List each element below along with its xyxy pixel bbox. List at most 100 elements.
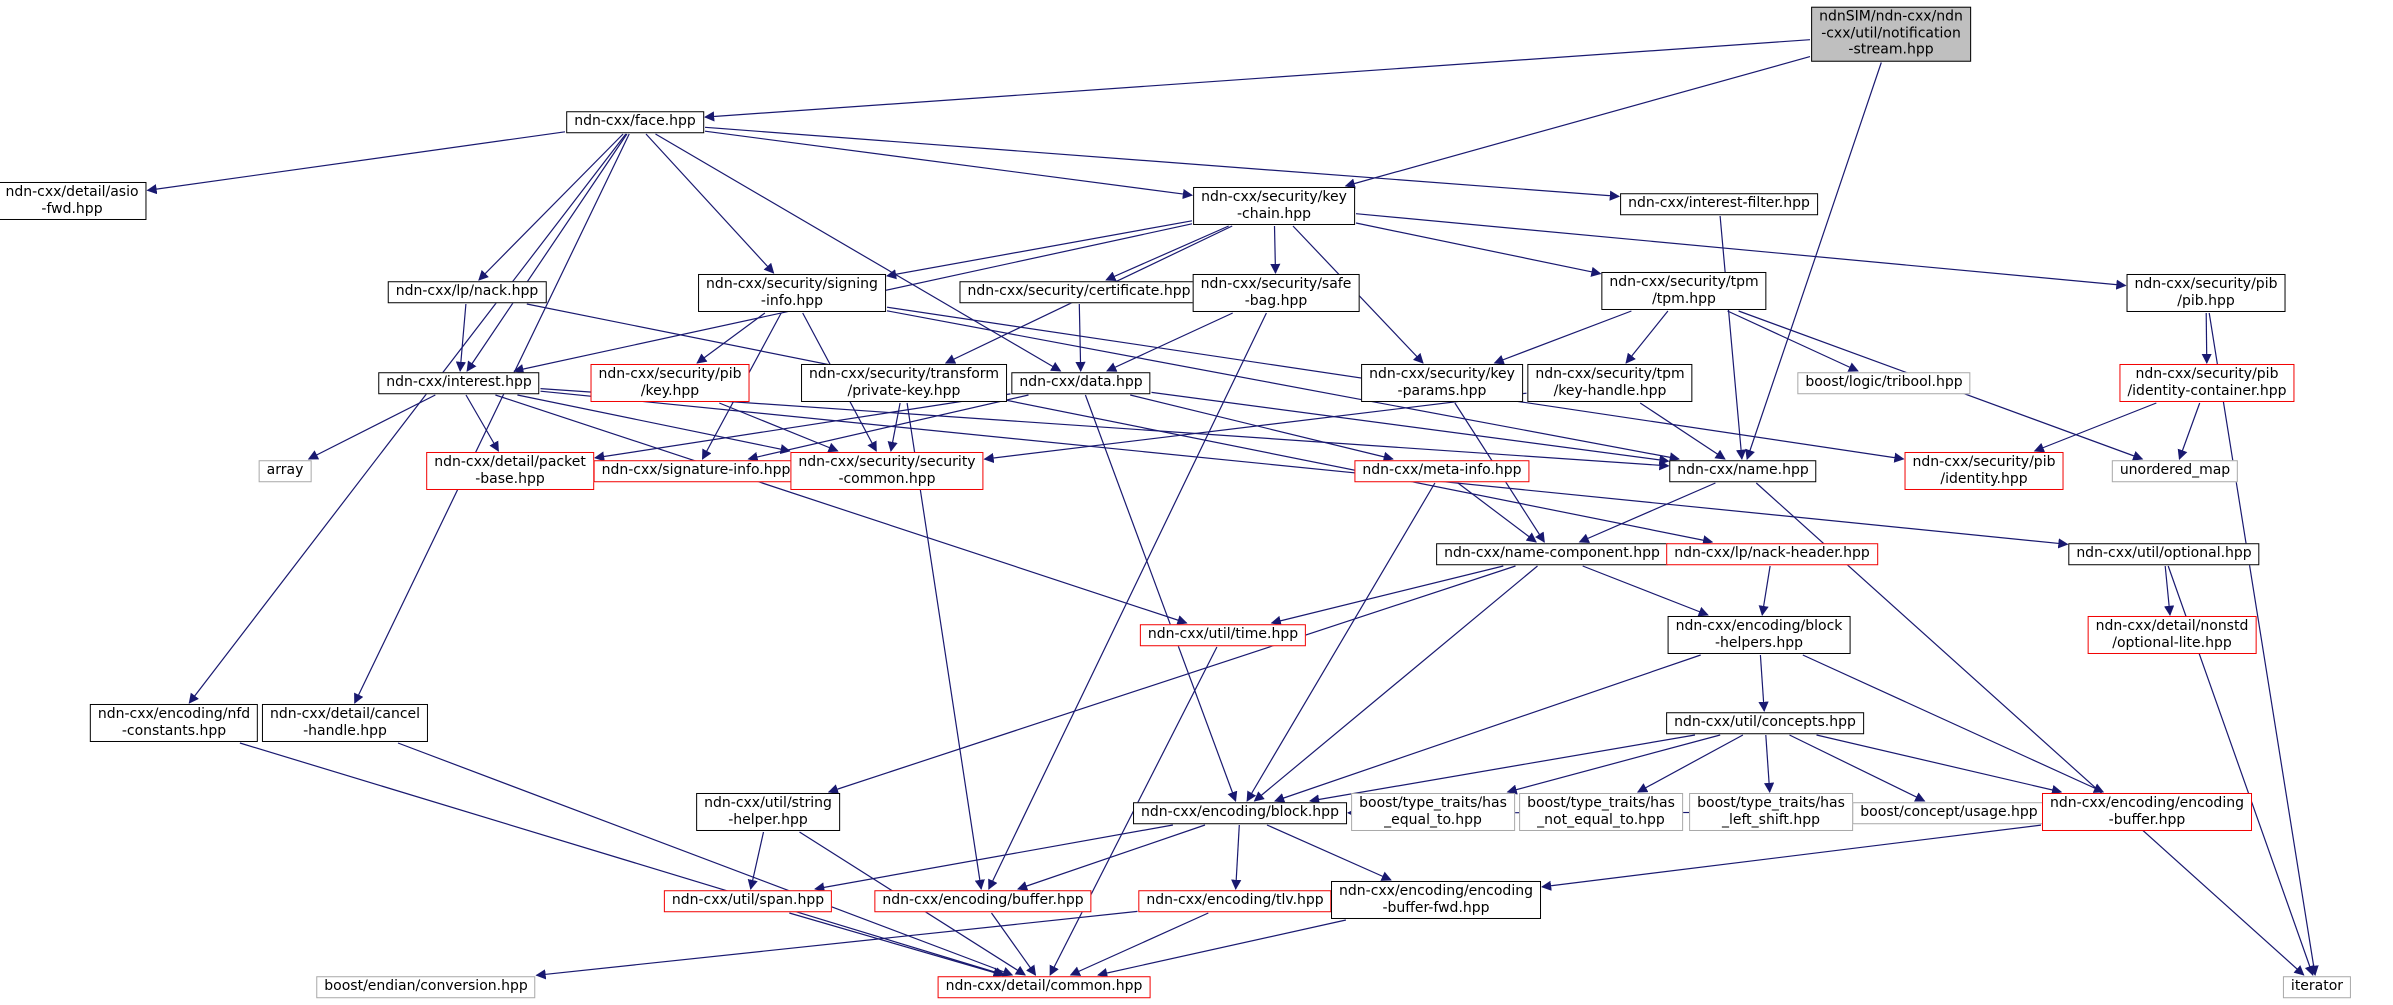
- node-certificate[interactable]: ndn-cxx/security/certificate.hpp: [959, 281, 1199, 303]
- node-time[interactable]: ndn-cxx/util/time.hpp: [1139, 624, 1307, 646]
- node-key-params[interactable]: ndn-cxx/security/key-params.hpp: [1361, 363, 1523, 403]
- edge-block-helpers-to-block: [1274, 654, 1701, 803]
- edge-interest-to-time: [495, 394, 1188, 625]
- edge-data-to-block: [1084, 394, 1238, 802]
- node-label-line: /key.hpp: [640, 382, 700, 399]
- node-label-line: ndn-cxx/signature-info.hpp: [601, 462, 791, 479]
- edge-notification-stream-to-key-chain: [1344, 56, 1811, 189]
- node-label-line: -bag.hpp: [1244, 292, 1308, 309]
- node-identity[interactable]: ndn-cxx/security/pib/identity.hpp: [1904, 451, 2064, 491]
- edge-name-component-to-block-helpers: [1582, 565, 1709, 617]
- edge-face-to-lp-nack: [478, 133, 624, 281]
- node-meta-info[interactable]: ndn-cxx/meta-info.hpp: [1354, 460, 1530, 482]
- edge-notification-stream-to-face: [703, 39, 1811, 122]
- node-signing-info[interactable]: ndn-cxx/security/signing-info.hpp: [698, 273, 886, 313]
- edge-face-to-signing-info: [645, 133, 775, 274]
- edge-interest-to-array: [307, 394, 436, 460]
- edge-concepts-to-has-equal-to: [1506, 734, 1721, 795]
- node-label-line: ndn-cxx/security/pib: [598, 365, 742, 382]
- node-label-line: ndn-cxx/security/security: [798, 453, 976, 470]
- edge-face-to-data: [655, 133, 1062, 372]
- edge-lp-nack-to-interest: [455, 303, 467, 373]
- node-label-line: -handle.hpp: [303, 722, 387, 739]
- node-packet-base[interactable]: ndn-cxx/detail/packet-base.hpp: [426, 451, 594, 491]
- node-label-line: ndn-cxx/security/tpm: [1609, 273, 1759, 290]
- edge-identity-container-to-unordered-map: [2177, 402, 2201, 460]
- node-pib-key[interactable]: ndn-cxx/security/pib/key.hpp: [590, 363, 750, 403]
- edge-key-chain-to-tpm: [1355, 222, 1602, 277]
- node-label-line: ndn-cxx/detail/asio: [5, 183, 139, 200]
- node-cancel-handle[interactable]: ndn-cxx/detail/cancel-handle.hpp: [261, 703, 429, 743]
- node-name-component[interactable]: ndn-cxx/name-component.hpp: [1436, 543, 1668, 565]
- node-label-line: ndn-cxx/detail/cancel: [269, 705, 421, 722]
- node-nack-header[interactable]: ndn-cxx/lp/nack-header.hpp: [1666, 543, 1878, 565]
- node-private-key[interactable]: ndn-cxx/security/transform/private-key.h…: [801, 363, 1007, 403]
- edge-tpm-to-key-handle: [1625, 310, 1669, 364]
- node-signature-info[interactable]: ndn-cxx/signature-info.hpp: [593, 460, 799, 482]
- node-span[interactable]: ndn-cxx/util/span.hpp: [663, 890, 833, 912]
- node-has-equal-to: boost/type_traits/has_equal_to.hpp: [1351, 792, 1515, 832]
- node-label-line: ndn-cxx/encoding/buffer.hpp: [882, 892, 1084, 909]
- edge-optional-to-optional-lite: [2164, 565, 2175, 617]
- node-label-line: unordered_map: [2119, 462, 2231, 479]
- node-pib[interactable]: ndn-cxx/security/pib/pib.hpp: [2126, 273, 2286, 313]
- node-label-line: ndn-cxx/encoding/block: [1675, 617, 1843, 634]
- node-optional-lite[interactable]: ndn-cxx/detail/nonstd/optional-lite.hpp: [2087, 615, 2257, 655]
- node-label-line: ndn-cxx/util/concepts.hpp: [1674, 714, 1856, 731]
- node-face[interactable]: ndn-cxx/face.hpp: [566, 111, 704, 133]
- node-label-line: -helpers.hpp: [1714, 634, 1804, 651]
- edge-face-to-interest-filter: [704, 126, 1621, 201]
- node-label-line: /key-handle.hpp: [1553, 382, 1667, 399]
- edge-face-to-cancel-handle: [354, 133, 630, 704]
- node-label-line: -chain.hpp: [1236, 205, 1312, 222]
- node-encoding-buffer[interactable]: ndn-cxx/encoding/encoding-buffer.hpp: [2042, 792, 2252, 832]
- node-concept-usage: boost/concept/usage.hpp: [1852, 802, 2046, 824]
- node-label-line: -info.hpp: [760, 292, 824, 309]
- node-concepts[interactable]: ndn-cxx/util/concepts.hpp: [1666, 712, 1864, 734]
- node-safe-bag[interactable]: ndn-cxx/security/safe-bag.hpp: [1192, 273, 1360, 313]
- edge-meta-info-to-name-component: [1457, 482, 1537, 543]
- node-tlv[interactable]: ndn-cxx/encoding/tlv.hpp: [1138, 890, 1332, 912]
- node-security-common[interactable]: ndn-cxx/security/security-common.hpp: [790, 451, 984, 491]
- node-label-line: ndn-cxx/detail/common.hpp: [945, 978, 1143, 995]
- edge-nack-header-to-block-helpers: [1758, 565, 1771, 617]
- node-interest[interactable]: ndn-cxx/interest.hpp: [378, 372, 540, 394]
- node-identity-container[interactable]: ndn-cxx/security/pib/identity-container.…: [2119, 363, 2295, 403]
- edge-key-chain-to-signing-info: [885, 220, 1193, 280]
- node-label-line: ndn-cxx/name-component.hpp: [1444, 545, 1660, 562]
- edge-key-chain-to-safe-bag: [1270, 225, 1281, 275]
- edge-encoding-buffer-fwd-to-common: [1097, 919, 1347, 978]
- edge-tpm-to-key-params: [1493, 310, 1632, 365]
- node-encoding-buffer-fwd[interactable]: ndn-cxx/encoding/encoding-buffer-fwd.hpp: [1331, 880, 1541, 920]
- node-optional[interactable]: ndn-cxx/util/optional.hpp: [2068, 543, 2260, 565]
- edge-name-to-name-component: [1578, 482, 1716, 544]
- node-nfd-constants[interactable]: ndn-cxx/encoding/nfd-constants.hpp: [89, 703, 259, 743]
- node-label-line: ndn-cxx/detail/nonstd: [2095, 617, 2249, 634]
- node-label-line: -constants.hpp: [121, 722, 227, 739]
- node-key-chain[interactable]: ndn-cxx/security/key-chain.hpp: [1193, 186, 1355, 226]
- node-label-line: ndn-cxx/util/string: [704, 794, 832, 811]
- node-label-line: -fwd.hpp: [41, 200, 103, 217]
- node-block-helpers[interactable]: ndn-cxx/encoding/block-helpers.hpp: [1667, 615, 1851, 655]
- node-tpm[interactable]: ndn-cxx/security/tpm/tpm.hpp: [1601, 271, 1767, 311]
- node-label-line: iterator: [2290, 978, 2344, 995]
- node-label-line: /identity-container.hpp: [2127, 382, 2287, 399]
- node-lp-nack[interactable]: ndn-cxx/lp/nack.hpp: [387, 281, 547, 303]
- node-array: array: [258, 460, 312, 482]
- node-string-helper[interactable]: ndn-cxx/util/string-helper.hpp: [696, 792, 840, 832]
- node-asio-fwd[interactable]: ndn-cxx/detail/asio-fwd.hpp: [0, 181, 147, 221]
- node-data[interactable]: ndn-cxx/data.hpp: [1011, 372, 1151, 394]
- node-label-line: boost/type_traits/has: [1697, 794, 1845, 811]
- node-common[interactable]: ndn-cxx/detail/common.hpp: [937, 976, 1151, 998]
- edge-tlv-to-common: [1069, 912, 1209, 976]
- node-block[interactable]: ndn-cxx/encoding/block.hpp: [1133, 802, 1347, 824]
- node-buffer[interactable]: ndn-cxx/encoding/buffer.hpp: [874, 890, 1092, 912]
- node-iterator: iterator: [2282, 976, 2352, 998]
- node-name[interactable]: ndn-cxx/name.hpp: [1669, 460, 1817, 482]
- node-label-line: ndn-cxx/encoding/encoding: [2050, 794, 2244, 811]
- node-interest-filter[interactable]: ndn-cxx/interest-filter.hpp: [1620, 193, 1818, 215]
- edge-signing-info-to-pib-key: [696, 312, 766, 364]
- node-key-handle[interactable]: ndn-cxx/security/tpm/key-handle.hpp: [1527, 363, 1693, 403]
